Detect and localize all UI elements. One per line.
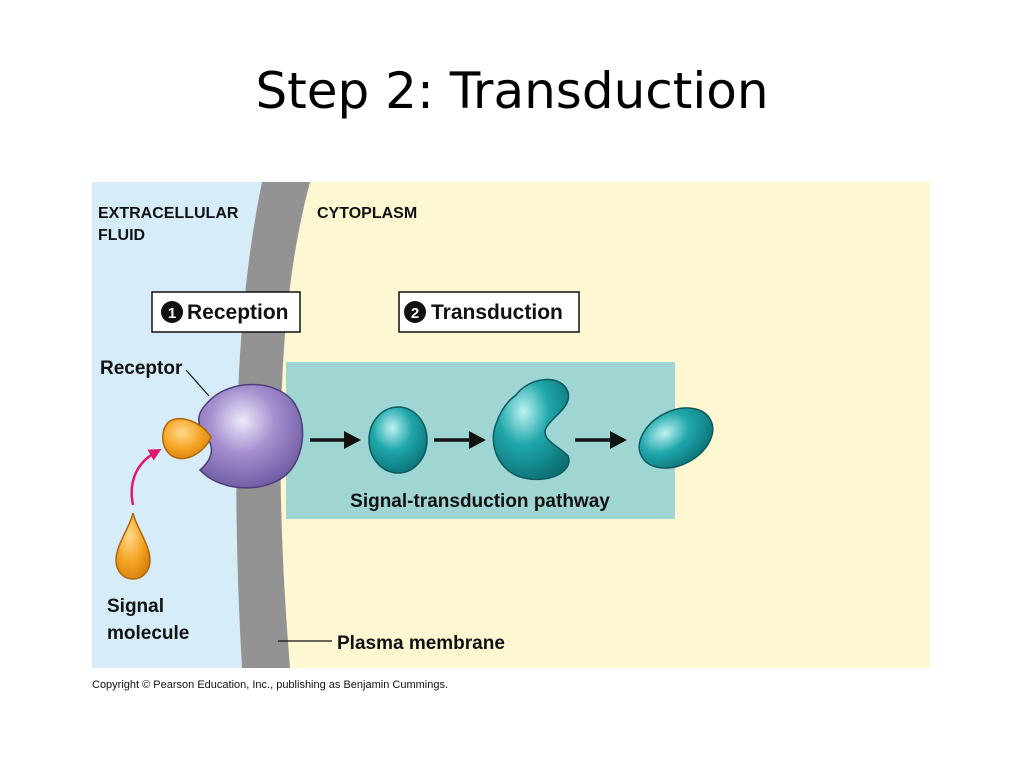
binding-arrow	[130, 448, 162, 506]
pathway-label: Signal-transduction pathway	[350, 491, 610, 512]
signal-molecule-label-line2: molecule	[107, 623, 189, 644]
copyright-notice: Copyright © Pearson Education, Inc., pub…	[92, 679, 449, 691]
step1-number-badge	[161, 301, 183, 323]
extracellular-label-line2: FLUID	[98, 227, 145, 244]
membrane-label: Plasma membrane	[337, 633, 505, 654]
bound-signal-molecule	[162, 417, 212, 460]
extracellular-label-line1: EXTRACELLULAR	[98, 205, 239, 222]
step2-box: 2 Transduction	[398, 291, 580, 333]
relay-arrow-1	[310, 431, 361, 449]
step1-number: 1	[168, 305, 176, 322]
relay-arrow-3	[575, 431, 627, 449]
receptor-leader-line	[185, 369, 210, 397]
cytoplasm-label: CYTOPLASM	[317, 205, 417, 222]
signal-molecule-label-line1: Signal	[107, 596, 164, 617]
step1-box: 1 Reception	[151, 291, 301, 333]
receptor-protein	[198, 383, 304, 489]
free-signal-molecule	[115, 512, 151, 580]
step1-label: Reception	[187, 301, 289, 324]
relay-arrow-2	[434, 431, 486, 449]
receptor-label: Receptor	[100, 358, 183, 379]
step2-number-badge	[404, 301, 426, 323]
relay-molecule-2	[492, 378, 570, 481]
step2-number: 2	[411, 305, 419, 322]
slide-title: Step 2: Transduction	[255, 62, 769, 120]
relay-molecule-1	[368, 406, 428, 474]
step2-label: Transduction	[431, 301, 563, 324]
relay-molecule-3	[638, 407, 714, 469]
